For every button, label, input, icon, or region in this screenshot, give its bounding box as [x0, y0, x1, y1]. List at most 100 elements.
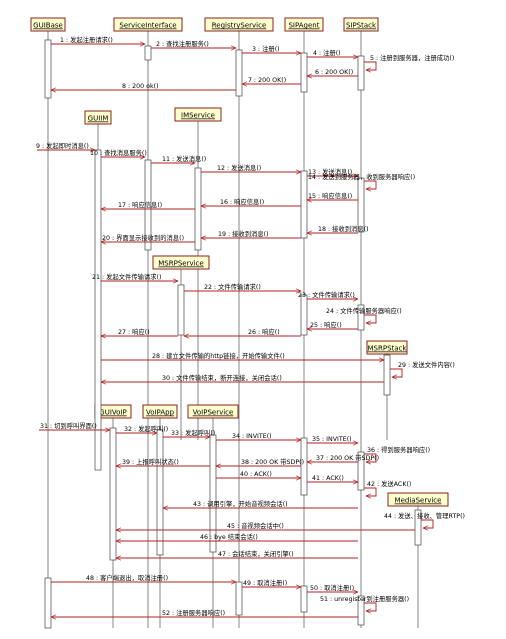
media-service-object-box	[387, 492, 449, 507]
message-5-label: 5 : 注册到服务器，注册成功()	[370, 53, 454, 62]
gui-base-label: GUIBase	[33, 22, 63, 30]
message-5-arrow	[364, 61, 377, 70]
media-service-label: MediaService	[395, 497, 442, 505]
gui-base-object-box	[30, 17, 66, 32]
activation-bar	[300, 437, 308, 496]
msrp-stack-object-box	[366, 340, 408, 355]
message-16-label: 16 : 响应信息()	[220, 197, 264, 206]
message-31-label: 31 : 切到呼叫界面()	[40, 421, 97, 430]
activation-bar	[300, 52, 308, 93]
message-42-arrow	[364, 487, 377, 496]
activation-bar	[357, 55, 365, 91]
message-9-label: 9 : 发起即时消息()	[36, 141, 89, 150]
message-44-arrow	[421, 519, 434, 528]
sip-agent-object-box	[284, 17, 324, 32]
message-41-label: 41 : ACK()	[312, 475, 344, 482]
message-8-label: 8 : 200 ok()	[122, 83, 159, 90]
message-14-arrow	[364, 180, 377, 189]
message-13-label: 13 : 发送消息()	[308, 167, 352, 176]
msrp-service-object-box	[152, 255, 210, 270]
message-27-label: 27 : 响应()	[118, 327, 150, 336]
message-39-label: 39 : 上报呼叫状态()	[122, 457, 179, 466]
message-18-label: 18 : 接收到消息()	[318, 224, 369, 233]
message-42-label: 42 : 发送ACK()	[367, 479, 411, 488]
message-48-label: 48 : 客户端退出，取消注册()	[86, 573, 168, 582]
msrp-stack-label: MSRPStack	[368, 345, 408, 353]
activation-bar	[177, 284, 185, 336]
activation-bar	[357, 595, 365, 626]
message-36-arrow	[364, 453, 377, 462]
activation-bar	[44, 577, 52, 629]
vo-ip-service-object-box	[187, 404, 239, 419]
message-28-label: 28 : 建立文件传输的http链接，开始传输文件()	[152, 351, 285, 360]
service-interface-label: ServiceInterface	[119, 22, 176, 30]
registry-service-object-box	[204, 17, 274, 32]
message-12-label: 12 : 发送消息()	[217, 163, 261, 172]
message-49-label: 49 : 取消注册()	[243, 578, 287, 587]
message-22-label: 22 : 文件传输请求()	[204, 282, 261, 291]
message-51-arrow	[364, 602, 377, 611]
registry-service-label: RegistryService	[212, 22, 267, 30]
im-service-object-box	[174, 107, 222, 122]
activation-bar	[194, 167, 202, 251]
activation-bar	[209, 434, 217, 553]
message-23-label: 23 : 文件传输请求()	[298, 290, 355, 299]
message-47-label: 47 : 会话结束，关闭引擎()	[218, 549, 294, 558]
message-43-label: 43 : 调用引擎，开始音视频会话()	[193, 499, 288, 508]
message-45-label: 45 : 音视频会话中()	[227, 521, 284, 530]
activation-bar	[235, 581, 243, 616]
activation-bar	[94, 149, 102, 471]
message-25-label: 25 : 响应()	[310, 320, 342, 329]
activation-bar	[235, 49, 243, 97]
activation-bar	[144, 159, 152, 251]
vo-ip-app-label: VoIPApp	[146, 409, 175, 417]
message-52-label: 52 : 注册服务器响应()	[162, 608, 225, 617]
message-36-label: 36 : 得到服务器响应()	[367, 445, 430, 454]
message-29-arrow	[390, 368, 403, 377]
message-33-label: 33 : 发起呼叫()	[171, 428, 215, 437]
message-50-label: 50 : 取消注册()	[310, 583, 354, 592]
message-3-label: 3 : 注册()	[252, 44, 280, 53]
sip-stack-label: SIPStack	[346, 22, 377, 30]
message-37-label: 37 : 200 OK 带SDP()	[316, 454, 379, 462]
sip-stack-object-box	[343, 17, 379, 32]
message-21-label: 21 : 发起文件传输请求()	[92, 272, 161, 281]
msrp-service-label: MSRPService	[158, 260, 203, 268]
message-2-label: 2 : 查找注册服务()	[156, 39, 209, 48]
activation-bar	[357, 451, 365, 491]
message-26-label: 26 : 响应()	[248, 327, 280, 336]
message-30-label: 30 : 文件传输结束，断开连接，关闭会话()	[162, 373, 282, 382]
im-service-label: IMService	[181, 112, 215, 120]
service-interface-object-box	[113, 17, 183, 32]
message-51-label: 51 : unregister到注册服务器()	[320, 594, 409, 603]
message-38-label: 38 : 200 OK 带SDP()	[241, 458, 304, 466]
activation-bar	[300, 294, 308, 336]
message-24-arrow	[364, 314, 377, 323]
message-15-label: 15 : 响应信息()	[308, 191, 352, 200]
vo-ip-service-label: VoIPService	[193, 409, 234, 417]
guiim-label: GUIIM	[88, 115, 109, 123]
gui-vo-ip-label: GUIVoIP	[99, 409, 126, 417]
message-46-label: 46 : bye 结束会话()	[200, 532, 258, 541]
message-32-label: 32 : 发起呼叫()	[124, 424, 168, 433]
message-7-label: 7 : 200 OK()	[248, 77, 286, 84]
activation-bar	[300, 170, 308, 239]
guiim-object-box	[84, 110, 112, 125]
sip-agent-label: SIPAgent	[288, 22, 319, 30]
vo-ip-app-object-box	[142, 404, 178, 419]
activation-bar	[357, 177, 365, 233]
activation-bar	[44, 39, 52, 99]
message-1-label: 1 : 发起注册请求()	[60, 35, 113, 44]
activation-bar	[300, 585, 308, 613]
message-20-label: 20 : 界面显示接收到的消息()	[102, 233, 184, 242]
activation-bar	[383, 354, 391, 396]
message-17-label: 17 : 响应信息()	[118, 200, 162, 209]
message-6-label: 6 : 200 OK()	[315, 69, 353, 76]
message-14-label: 14 : 发送到服务器，收到服务器响应()	[308, 172, 415, 181]
message-35-label: 35 : INVITE()	[312, 436, 352, 443]
message-40-label: 40 : ACK()	[240, 471, 272, 478]
message-4-label: 4 : 注册()	[313, 48, 341, 57]
message-10-label: 10 : 查找消息服务()	[90, 148, 147, 157]
message-29-label: 29 : 发送文件内容()	[398, 360, 455, 369]
